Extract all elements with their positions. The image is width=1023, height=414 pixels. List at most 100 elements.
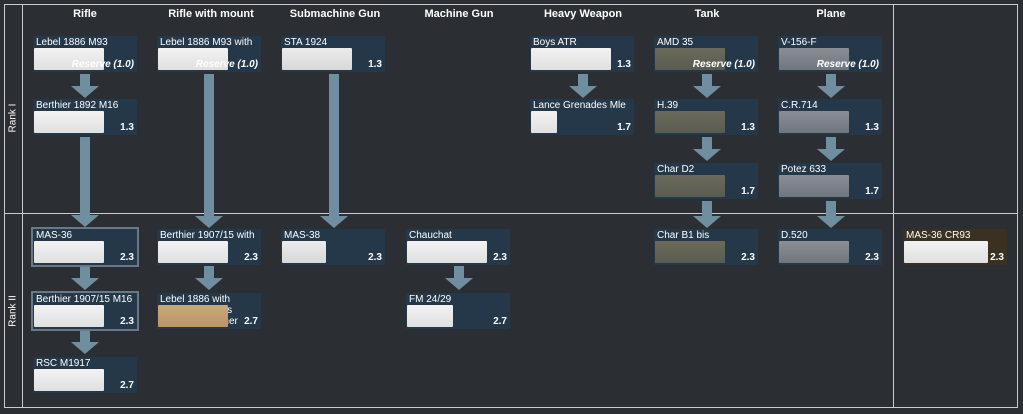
vehicle-thumbnail bbox=[779, 111, 849, 133]
battle-rating: 1.3 bbox=[865, 122, 879, 133]
vehicle-card-amd-35[interactable]: AMD 35 Reserve (1.0) bbox=[654, 36, 758, 72]
vehicle-card-lebel-scope[interactable]: Lebel 1886 M93 with Scope mount Reserve … bbox=[157, 36, 261, 72]
battle-rating: 1.3 bbox=[120, 122, 134, 133]
vehicle-thumbnail bbox=[34, 48, 104, 70]
battle-rating: 1.7 bbox=[741, 186, 755, 197]
battle-rating: 2.7 bbox=[244, 316, 258, 327]
vehicle-card-berthier-1907-scope[interactable]: Berthier 1907/15 with Scope Mount 2.3 bbox=[157, 229, 261, 265]
vehicle-card-potez-633[interactable]: Potez 633 1.7 bbox=[778, 163, 882, 199]
vehicle-name: AMD 35 bbox=[657, 37, 694, 48]
arrow bbox=[693, 74, 721, 98]
vehicle-thumbnail bbox=[282, 48, 352, 70]
vehicle-card-chauchat[interactable]: Chauchat 2.3 bbox=[406, 229, 510, 265]
vehicle-thumbnail bbox=[158, 241, 228, 263]
vehicle-thumbnail bbox=[904, 241, 988, 263]
vehicle-name: STA 1924 bbox=[284, 37, 328, 48]
vehicle-name: Lebel 1886 M93 bbox=[36, 37, 108, 48]
rank-label-1: Rank I bbox=[7, 103, 19, 133]
column-header-rifle-mount: Rifle with mount bbox=[168, 8, 254, 20]
vehicle-thumbnail bbox=[282, 241, 326, 263]
vehicle-name: MAS-36 bbox=[36, 230, 73, 241]
battle-rating: 1.3 bbox=[368, 59, 382, 70]
vehicle-card-boys-atr[interactable]: Boys ATR 1.3 bbox=[530, 36, 634, 72]
battle-rating: 2.3 bbox=[120, 252, 134, 263]
vehicle-card-mas38[interactable]: MAS-38 2.3 bbox=[281, 229, 385, 265]
column-header-smg: Submachine Gun bbox=[289, 8, 381, 20]
vehicle-thumbnail bbox=[655, 175, 725, 197]
battle-rating: 1.7 bbox=[617, 122, 631, 133]
vehicle-thumbnail bbox=[158, 305, 228, 327]
battle-rating: 2.3 bbox=[990, 252, 1004, 263]
vehicle-name: Boys ATR bbox=[533, 37, 577, 48]
vehicle-card-mas36[interactable]: MAS-36 2.3 bbox=[31, 227, 139, 267]
rank-separator bbox=[4, 213, 1018, 214]
battle-rating: 2.3 bbox=[865, 252, 879, 263]
arrow bbox=[817, 74, 845, 98]
battle-rating: 2.7 bbox=[120, 380, 134, 391]
arrow bbox=[320, 74, 348, 228]
arrow bbox=[71, 330, 99, 354]
vehicle-thumbnail bbox=[655, 241, 725, 263]
vehicle-thumbnail bbox=[158, 48, 228, 70]
arrow bbox=[195, 74, 223, 228]
reserve-label: Reserve (1.0) bbox=[816, 59, 879, 70]
arrow bbox=[195, 266, 223, 290]
vehicle-card-berthier-1907-m16[interactable]: Berthier 1907/15 M16 2.3 bbox=[31, 291, 139, 331]
vehicle-thumbnail bbox=[779, 48, 849, 70]
battle-rating: 2.3 bbox=[120, 316, 134, 327]
vehicle-card-h39[interactable]: H.39 1.3 bbox=[654, 99, 758, 135]
vehicle-card-v156f[interactable]: V-156-F Reserve (1.0) bbox=[778, 36, 882, 72]
vehicle-thumbnail bbox=[407, 241, 487, 263]
vehicle-name: FM 24/29 bbox=[409, 294, 452, 305]
vehicle-name: Berthier 1907/15 M16 bbox=[36, 294, 133, 305]
reserve-label: Reserve (1.0) bbox=[195, 59, 258, 70]
column-header-plane: Plane bbox=[816, 8, 846, 20]
battle-rating: 1.3 bbox=[741, 122, 755, 133]
vehicle-card-char-b1[interactable]: Char B1 bis 2.3 bbox=[654, 229, 758, 265]
vehicle-thumbnail bbox=[655, 111, 725, 133]
vehicle-name: Berthier 1892 M16 bbox=[36, 100, 119, 111]
column-header-mg: Machine Gun bbox=[424, 8, 494, 20]
arrow bbox=[71, 74, 99, 98]
vehicle-card-d520[interactable]: D.520 2.3 bbox=[778, 229, 882, 265]
premium-divider bbox=[893, 4, 894, 408]
battle-rating: 2.7 bbox=[493, 316, 507, 327]
battle-rating: 1.7 bbox=[865, 186, 879, 197]
vehicle-name: C.R.714 bbox=[781, 100, 818, 111]
vehicle-card-lance-grenades[interactable]: Lance Grenades Mle 37 1.7 bbox=[530, 99, 634, 135]
battle-rating: 2.3 bbox=[493, 252, 507, 263]
vehicle-card-berthier-1892[interactable]: Berthier 1892 M16 1.3 bbox=[33, 99, 137, 135]
vehicle-thumbnail bbox=[34, 305, 104, 327]
vehicle-name: MAS-36 CR93 bbox=[906, 230, 971, 241]
vehicle-name: H.39 bbox=[657, 100, 679, 111]
vehicle-thumbnail bbox=[407, 305, 453, 327]
arrow bbox=[817, 137, 845, 161]
vehicle-thumbnail bbox=[779, 175, 849, 197]
rank-label-2: Rank II bbox=[7, 295, 19, 327]
vehicle-card-fm-24-29[interactable]: FM 24/29 2.7 bbox=[406, 293, 510, 329]
reserve-label: Reserve (1.0) bbox=[71, 59, 134, 70]
vehicle-thumbnail bbox=[531, 48, 611, 70]
arrow bbox=[817, 201, 845, 228]
vehicle-thumbnail bbox=[779, 241, 849, 263]
arrow bbox=[71, 137, 99, 227]
vehicle-card-mas36-cr93[interactable]: MAS-36 CR93 2.3 bbox=[903, 229, 1007, 265]
battle-rating: 2.3 bbox=[244, 252, 258, 263]
vehicle-thumbnail bbox=[531, 111, 557, 133]
vehicle-name: Potez 633 bbox=[781, 164, 827, 175]
vehicle-name: Chauchat bbox=[409, 230, 452, 241]
vehicle-card-lebel-vb[interactable]: Lebel 1886 with Viven-Bessières grenade … bbox=[157, 293, 261, 329]
vehicle-card-cr714[interactable]: C.R.714 1.3 bbox=[778, 99, 882, 135]
vehicle-card-rsc-m1917[interactable]: RSC M1917 2.7 bbox=[33, 357, 137, 393]
vehicle-card-sta-1924[interactable]: STA 1924 1.3 bbox=[281, 36, 385, 72]
arrow bbox=[71, 266, 99, 290]
vehicle-card-lebel-1886-m93[interactable]: Lebel 1886 M93 Reserve (1.0) bbox=[33, 36, 137, 72]
vehicle-card-char-d2[interactable]: Char D2 1.7 bbox=[654, 163, 758, 199]
tree-frame bbox=[4, 4, 1018, 408]
arrow bbox=[569, 74, 597, 98]
rank-divider bbox=[22, 4, 23, 408]
vehicle-name: MAS-38 bbox=[284, 230, 321, 241]
arrow bbox=[693, 137, 721, 161]
battle-rating: 1.3 bbox=[617, 59, 631, 70]
